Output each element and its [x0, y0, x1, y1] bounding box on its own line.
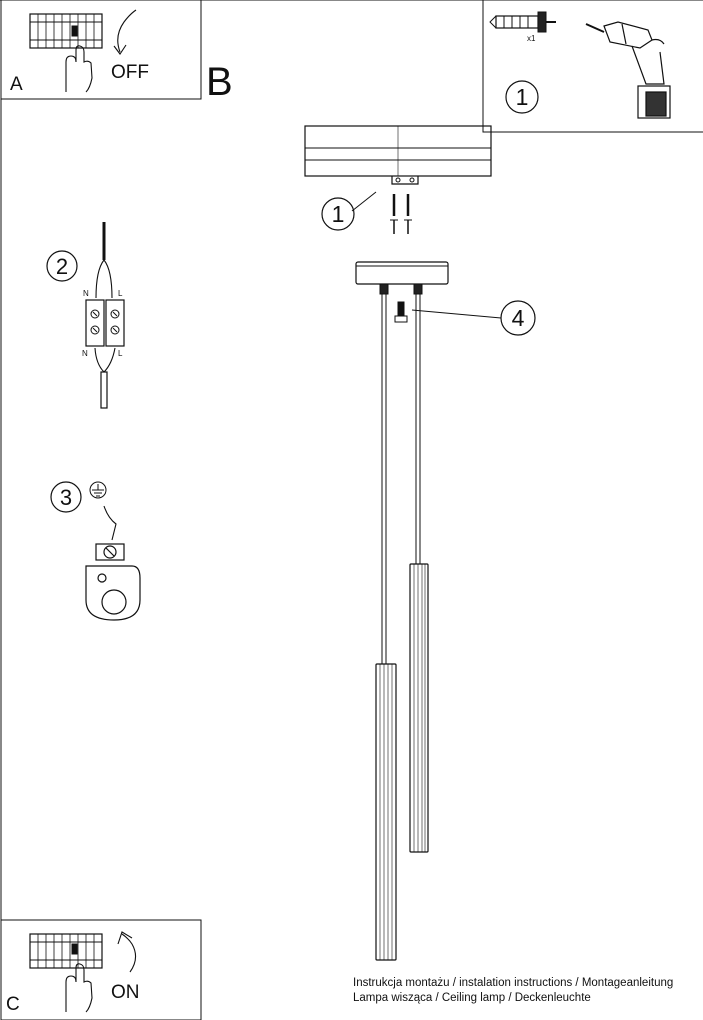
live-top-label: L [118, 289, 123, 298]
terminal-block-icon [85, 299, 125, 347]
pendant-tube-short [409, 563, 429, 853]
power-drill-icon [585, 21, 671, 119]
switch-off-label: OFF [111, 62, 149, 83]
mount-step-circle [321, 197, 355, 231]
panel-c-letter: C [6, 994, 20, 1015]
neutral-top-label: N [83, 289, 89, 298]
cable-lock-step-circle [500, 300, 536, 336]
panel-b-letter: B [206, 60, 233, 104]
ground-terminal-icon [85, 543, 141, 621]
footer-instructions-title: Instrukcja montażu / instalation instruc… [353, 977, 674, 989]
circuit-breaker-switch-on-icon [29, 931, 137, 1013]
panel-a: A OFF [0, 0, 202, 100]
panel-c: C ON [0, 919, 202, 1020]
tools-panel: x1 1 [482, 0, 703, 133]
ground-connection-diagram: 3 [50, 481, 141, 621]
cable-lock-step-number: 4 [512, 305, 525, 331]
screw-anchor-pair [390, 194, 412, 234]
switch-on-label: ON [111, 982, 140, 1003]
tools-step-number: 1 [516, 84, 529, 110]
wall-anchor-screw-icon [489, 11, 556, 33]
neutral-bottom-label: N [82, 349, 88, 358]
ground-step-number: 3 [60, 485, 72, 510]
mount-step-number: 1 [332, 201, 345, 227]
wiring-step-number: 2 [56, 254, 68, 279]
footer-product-type: Lampa wisząca / Ceiling lamp / Deckenleu… [353, 992, 591, 1004]
live-bottom-label: L [118, 349, 123, 358]
pendant-tube-long [375, 663, 397, 961]
canopy [355, 261, 449, 295]
ceiling-mount-drawing: 1 4 [304, 125, 536, 961]
cable-lock-icon [397, 301, 405, 317]
wiring-diagram: 2 N L N L [46, 222, 125, 409]
anchor-quantity: x1 [527, 34, 536, 43]
circuit-breaker-switch-off-icon [29, 9, 137, 93]
panel-a-letter: A [10, 74, 23, 95]
earth-ground-icon [89, 481, 107, 499]
tools-step-circle [505, 80, 539, 114]
